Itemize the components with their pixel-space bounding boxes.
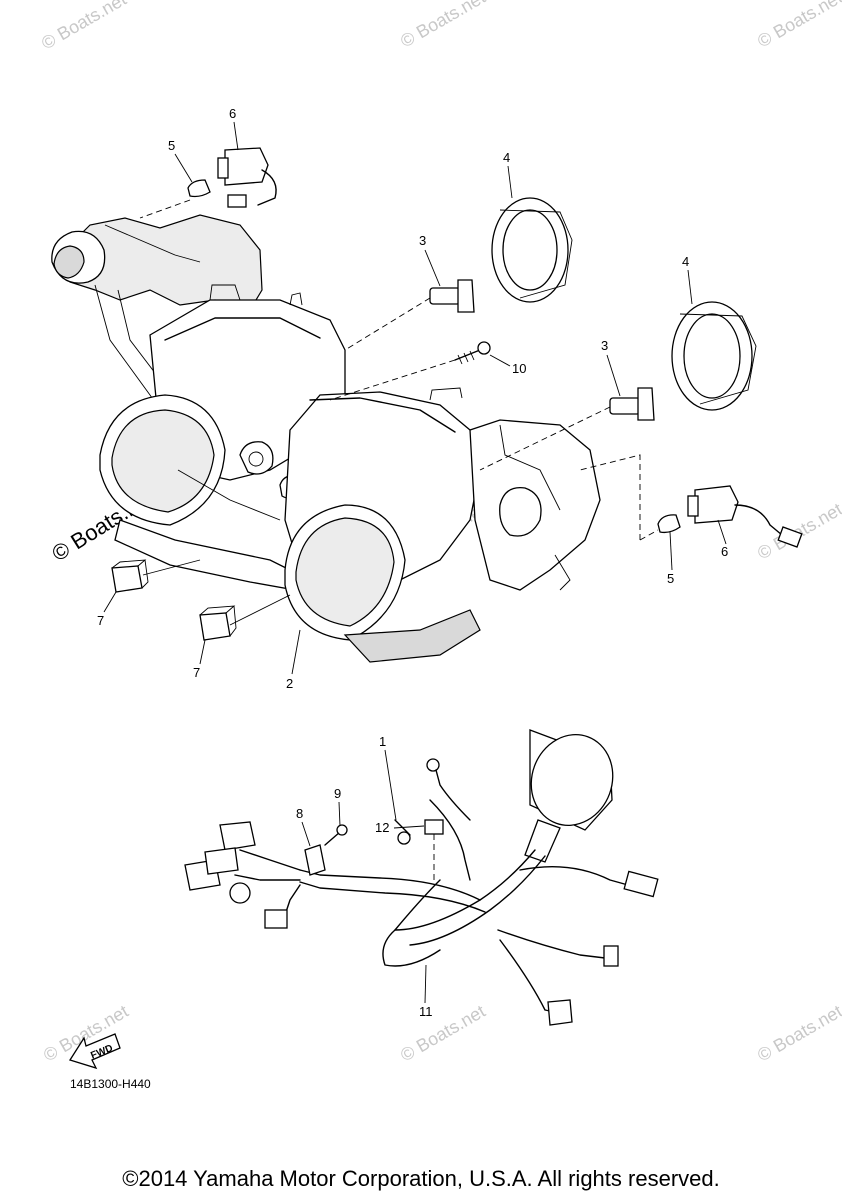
- callout-6-top: 6: [229, 106, 236, 121]
- rim-4-lower: [671, 301, 757, 411]
- bulb-socket-6-top: [217, 147, 277, 208]
- watermark-bottom-right: © Boats.net: [754, 1001, 842, 1065]
- callout-7-upper: 7: [97, 613, 104, 628]
- bulb-5-top: [187, 179, 211, 198]
- callouts: 6 5 4 3 4 3 10 6 5 7 7 2 1 9 8 12 11: [97, 106, 728, 1019]
- diagram-code: 14B1300-H440: [70, 1077, 151, 1091]
- bulb-3-lower: [609, 387, 655, 421]
- ring-terminal: [426, 758, 471, 821]
- callout-11: 11: [419, 1004, 433, 1019]
- callout-7-lower: 7: [193, 665, 200, 680]
- callout-1: 1: [379, 734, 386, 749]
- callout-9: 9: [334, 786, 341, 801]
- callout-5-top: 5: [168, 138, 175, 153]
- terminal-12: [424, 819, 444, 880]
- watermark-bottom-center: © Boats.net: [397, 1001, 489, 1065]
- wire-harness-11: [184, 729, 659, 1026]
- callout-3-lower: 3: [601, 338, 608, 353]
- callout-5-right: 5: [667, 571, 674, 586]
- bulb-socket-6-right: [687, 485, 803, 548]
- bulb-3-upper: [429, 279, 475, 313]
- damper-7-lower: [199, 605, 237, 641]
- watermark-top-right: © Boats.net: [754, 0, 842, 51]
- callout-6-right: 6: [721, 544, 728, 559]
- callout-3-upper: 3: [419, 233, 426, 248]
- callout-4-lower: 4: [682, 254, 689, 269]
- screw-9: [324, 824, 348, 846]
- rim-4-upper: [491, 197, 573, 303]
- screw-10: [454, 341, 491, 365]
- headlight-assembly: [51, 214, 601, 663]
- callout-4-upper: 4: [503, 150, 510, 165]
- fwd-arrow-icon: FWD: [68, 1033, 121, 1070]
- bolt-1: [394, 819, 411, 845]
- damper-7-upper: [111, 559, 149, 593]
- copyright-notice: ©2014 Yamaha Motor Corporation, U.S.A. A…: [122, 1166, 720, 1191]
- bulb-5-right: [657, 514, 681, 534]
- callout-8: 8: [296, 806, 303, 821]
- callout-12: 12: [375, 820, 389, 835]
- watermark-top-left: © Boats.net: [38, 0, 130, 53]
- watermark-middle-right: © Boats.net: [754, 499, 842, 563]
- callout-2: 2: [286, 676, 293, 691]
- callout-10: 10: [512, 361, 526, 376]
- watermark-top-center: © Boats.net: [397, 0, 489, 51]
